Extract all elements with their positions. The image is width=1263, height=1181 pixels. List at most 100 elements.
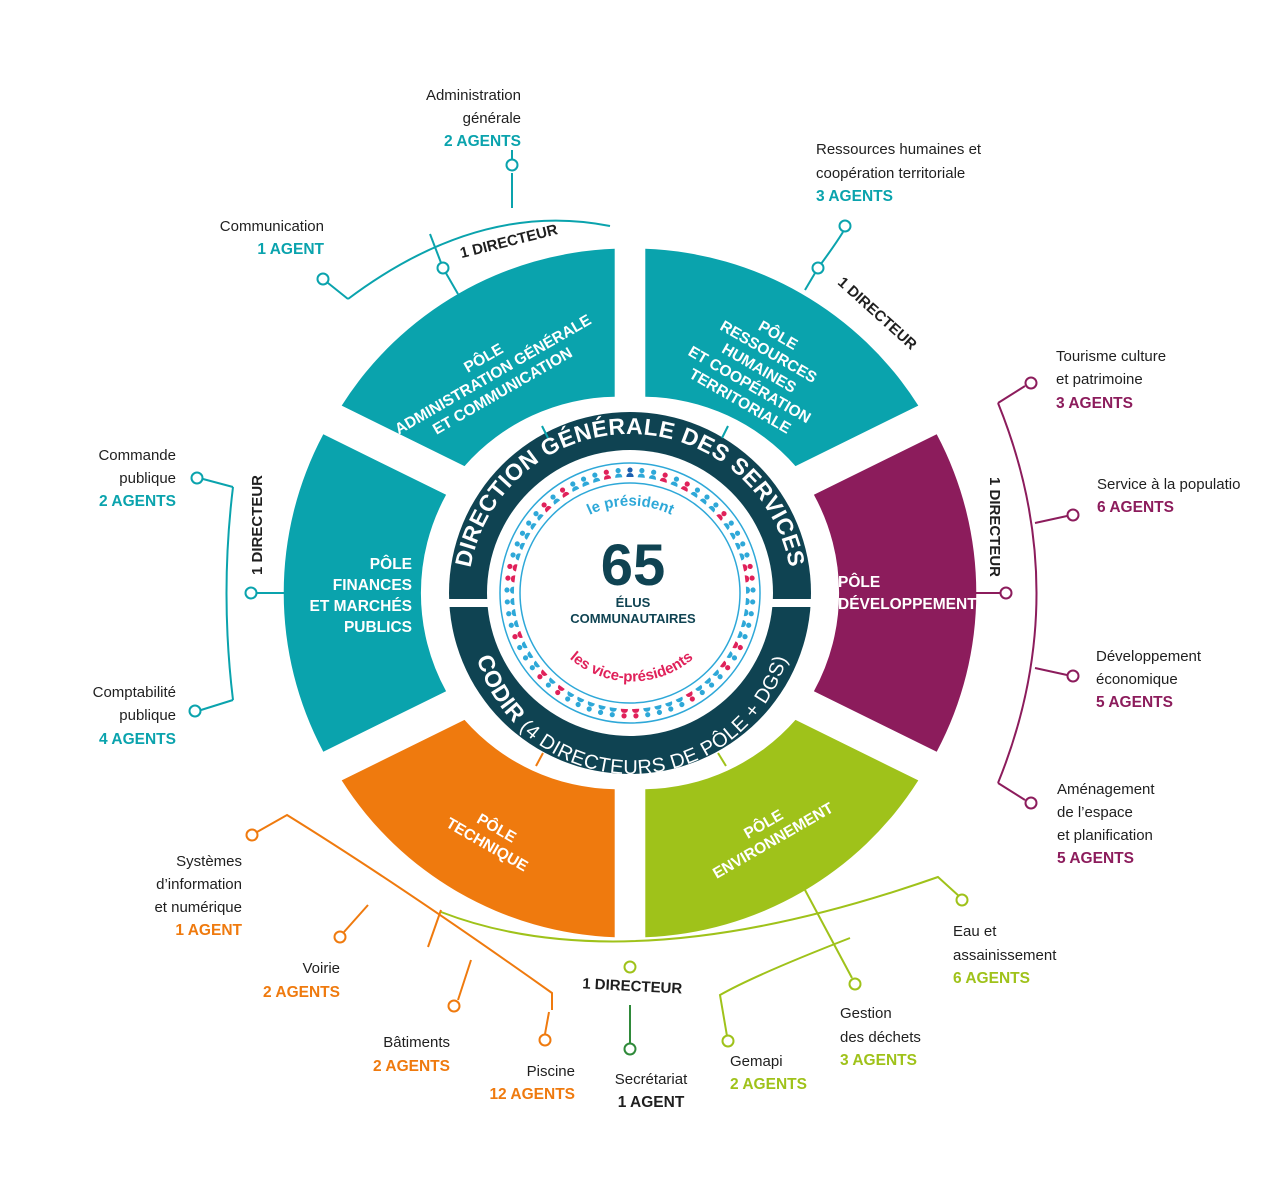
elu-person-icon — [586, 701, 595, 712]
svg-text:6 AGENTS: 6 AGENTS — [953, 970, 1030, 987]
elu-person-icon — [533, 511, 544, 521]
technique-connectors — [245, 752, 553, 1047]
svg-text:1 AGENT: 1 AGENT — [175, 922, 242, 939]
svg-text:PÔLE: PÔLE — [370, 555, 412, 573]
svg-text:coopération territoriale: coopération territoriale — [816, 165, 965, 182]
elu-person-icon — [685, 691, 695, 702]
elu-person-icon — [592, 472, 601, 483]
svg-text:Bâtiments: Bâtiments — [383, 1034, 450, 1051]
svg-text:DÉVELOPPEMENT: DÉVELOPPEMENT — [838, 596, 977, 613]
svg-text:2 AGENTS: 2 AGENTS — [444, 133, 521, 150]
elu-person-icon — [565, 691, 575, 702]
svg-text:des déchets: des déchets — [840, 1029, 921, 1046]
directeur-transverse: 1 DIRECTEUR — [582, 975, 683, 997]
elu-person-icon — [626, 467, 634, 477]
svg-text:Gestion: Gestion — [840, 1005, 892, 1022]
pole-finances-sector[interactable] — [283, 434, 447, 752]
elu-person-icon — [615, 468, 623, 478]
elu-person-icon — [699, 494, 710, 505]
svg-text:4 AGENTS: 4 AGENTS — [99, 731, 176, 748]
svg-text:et numérique: et numérique — [154, 899, 242, 916]
elu-person-icon — [514, 541, 526, 550]
elu-person-icon — [745, 586, 756, 594]
elu-person-icon — [739, 552, 750, 561]
pole-admin-sector[interactable] — [341, 248, 615, 467]
elu-person-icon — [680, 481, 690, 492]
secretariat-connector — [623, 1005, 637, 1056]
directeur-finances: 1 DIRECTEUR — [249, 475, 266, 575]
elu-person-icon — [510, 552, 521, 561]
svg-text:et planification: et planification — [1057, 827, 1153, 844]
pole-developpement-sector[interactable] — [813, 434, 977, 752]
elu-person-icon — [519, 530, 531, 540]
svg-text:Aménagement: Aménagement — [1057, 781, 1155, 798]
elu-person-icon — [620, 708, 628, 719]
svg-text:générale: générale — [463, 110, 521, 127]
svg-text:6 AGENTS: 6 AGENTS — [1097, 499, 1174, 516]
service-gemapi: Gemapi 2 AGENTS — [730, 1053, 807, 1093]
elu-person-icon — [643, 707, 651, 718]
service-communication: Communication 1 AGENT — [220, 218, 325, 258]
elu-person-icon — [654, 704, 663, 716]
elu-person-icon — [670, 476, 680, 487]
elu-person-icon — [517, 641, 528, 651]
elu-person-icon — [737, 630, 748, 640]
elu-person-icon — [507, 563, 518, 572]
svg-text:Administration: Administration — [426, 87, 521, 104]
elu-person-icon — [555, 684, 565, 696]
svg-text:Systèmes: Systèmes — [176, 853, 242, 870]
admin-connectors — [316, 150, 611, 439]
svg-text:Comptabilité: Comptabilité — [93, 684, 176, 701]
svg-text:12 AGENTS: 12 AGENTS — [489, 1086, 575, 1103]
pole-rh-sector[interactable] — [645, 248, 919, 467]
service-dev-eco: Développement économique 5 AGENTS — [1096, 648, 1202, 711]
elu-person-icon — [704, 677, 715, 688]
svg-text:Eau et: Eau et — [953, 923, 997, 940]
elu-person-icon — [545, 677, 556, 688]
finances-connectors — [188, 471, 290, 718]
service-admin-generale: Administration générale 2 AGENTS — [426, 87, 521, 150]
elu-person-icon — [659, 472, 668, 483]
elu-person-icon — [597, 704, 606, 716]
elus-label-2: COMMUNAUTAIRES — [570, 611, 696, 626]
elu-person-icon — [537, 669, 548, 680]
svg-text:2 AGENTS: 2 AGENTS — [263, 984, 340, 1001]
svg-text:et patrimoine: et patrimoine — [1056, 371, 1143, 388]
pole-technique-sector[interactable] — [341, 719, 615, 938]
elu-person-icon — [719, 660, 731, 671]
svg-text:5 AGENTS: 5 AGENTS — [1057, 850, 1134, 867]
elu-person-icon — [522, 651, 534, 661]
service-rh-coop: Ressources humaines et coopération terri… — [816, 141, 982, 205]
svg-text:assainissement: assainissement — [953, 947, 1057, 964]
svg-text:Voirie: Voirie — [302, 960, 340, 977]
svg-text:Commande: Commande — [98, 447, 176, 464]
svg-text:publique: publique — [119, 707, 176, 724]
elu-person-icon — [716, 511, 727, 521]
elu-person-icon — [529, 660, 541, 671]
rh-connectors — [721, 219, 852, 439]
svg-text:1 AGENT: 1 AGENT — [618, 1094, 685, 1111]
elu-person-icon — [559, 487, 570, 498]
svg-text:Ressources humaines et: Ressources humaines et — [816, 141, 982, 158]
svg-text:Secrétariat: Secrétariat — [615, 1071, 688, 1088]
svg-text:3 AGENTS: 3 AGENTS — [1056, 395, 1133, 412]
service-comptabilite: Comptabilité publique 4 AGENTS — [93, 684, 176, 748]
elu-person-icon — [740, 619, 752, 628]
svg-text:FINANCES: FINANCES — [333, 577, 412, 594]
environnement-connectors — [440, 752, 969, 1048]
elu-person-icon — [504, 586, 515, 594]
service-dechets: Gestion des déchets 3 AGENTS — [840, 1005, 921, 1069]
service-piscine: Piscine 12 AGENTS — [489, 1063, 575, 1103]
service-secretariat: Secrétariat 1 AGENT — [615, 1071, 688, 1111]
elu-person-icon — [637, 468, 645, 478]
svg-text:publique: publique — [119, 470, 176, 487]
elu-person-icon — [603, 469, 612, 480]
elu-person-icon — [745, 597, 756, 606]
elu-person-icon — [743, 608, 754, 617]
elu-person-icon — [690, 487, 701, 498]
pole-environnement-sector[interactable] — [645, 719, 919, 938]
elu-person-icon — [648, 469, 657, 480]
service-batiments: Bâtiments 2 AGENTS — [373, 1034, 450, 1075]
svg-text:2 AGENTS: 2 AGENTS — [730, 1076, 807, 1093]
